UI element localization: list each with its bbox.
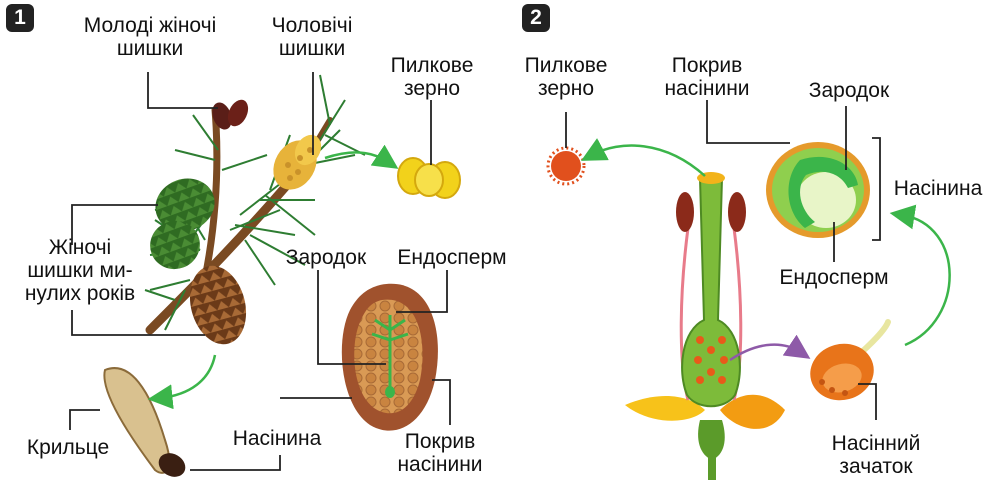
- pine-pollen-grain: [398, 158, 460, 198]
- arrow-male-to-pollen: [325, 152, 388, 162]
- arrow-ovule-to-seed: [902, 215, 950, 345]
- label-flower-seed: Насінина: [882, 177, 994, 200]
- label-flower-embryo: Зародок: [794, 79, 904, 102]
- flower-pollen-grain: [548, 148, 584, 184]
- panel-2-badge: 2: [522, 4, 550, 32]
- arrow-anther-to-pollen: [592, 146, 705, 176]
- label-pine-embryo: Зародок: [276, 246, 376, 269]
- label-pine-seed: Насінина: [222, 427, 332, 450]
- label-flower-endosperm: Ендосперм: [772, 266, 896, 289]
- flower-seed: [766, 142, 870, 238]
- label-pine-endosperm: Ендосперм: [392, 246, 512, 269]
- panel-2: [548, 100, 950, 480]
- flower: [625, 172, 785, 480]
- label-wing: Крильце: [18, 436, 118, 459]
- panel-1-badge: 1: [6, 4, 34, 32]
- pine-seed-section: [342, 284, 438, 431]
- winged-seed: [104, 368, 189, 481]
- arrow-cone-to-seed: [160, 355, 215, 398]
